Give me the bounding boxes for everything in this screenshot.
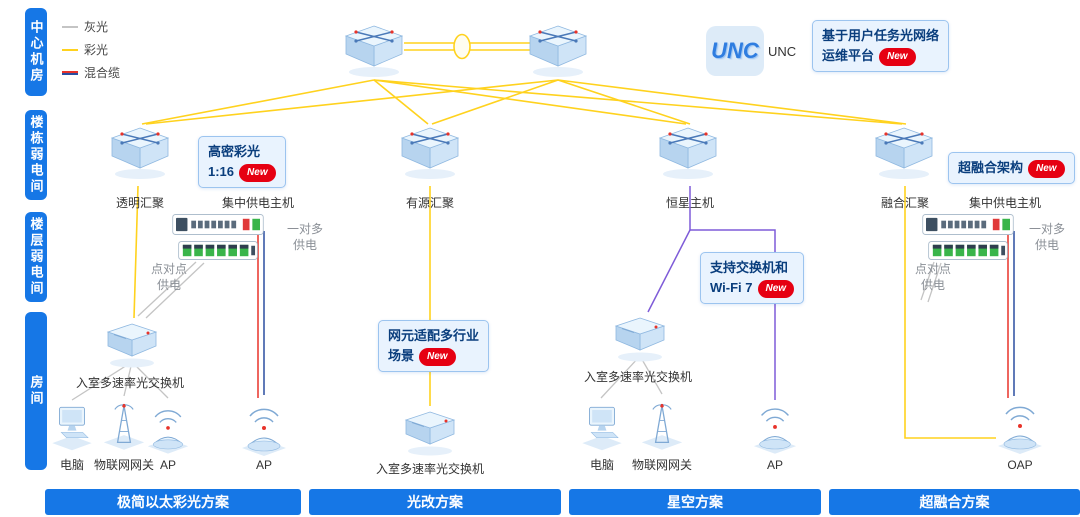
p2p-power-label: 点对点供电 (914, 262, 951, 292)
iot-gateway-label: 物联网网关 (631, 458, 692, 472)
ap-label: AP (159, 458, 176, 472)
iot-gateway-icon (102, 398, 146, 452)
legend-label: 彩光 (84, 43, 109, 57)
transparent-aggregation-icon (108, 122, 172, 180)
power-host-rack-icon (178, 241, 258, 260)
colored-line-swatch (62, 48, 78, 51)
power-host-rack-icon (172, 214, 264, 235)
ap-label: AP (255, 458, 272, 472)
oap-label: OAP (1007, 458, 1033, 472)
ap-icon (146, 400, 190, 454)
pc-icon (580, 402, 624, 452)
sidebar-label: 中心机房 (28, 20, 44, 84)
room-switch-icon (104, 320, 160, 368)
power-blue-lines (263, 231, 1015, 396)
sidebar-item-room: 房间 (25, 312, 47, 470)
legend-item-colored-light: 彩光 (62, 41, 108, 58)
fusion-aggregation-icon (872, 122, 936, 180)
one-to-many-power-label: 一对多供电 (1028, 222, 1065, 252)
banner-label: 星空方案 (667, 494, 723, 510)
unc-label: UNC (768, 44, 797, 59)
banner-label: 光改方案 (407, 494, 463, 510)
gray-lines (71, 261, 942, 401)
active-aggregation-label: 有源汇聚 (405, 196, 454, 210)
new-badge: New (1028, 160, 1065, 178)
pc-label: 电脑 (589, 458, 614, 472)
power-red-lines (257, 228, 1009, 398)
ap-label: AP (766, 458, 783, 472)
banner-label: 极简以太彩光方案 (117, 494, 229, 510)
legend-label: 灰光 (84, 20, 109, 34)
badge-text: 支持交换机和 (710, 260, 789, 275)
ap-icon (240, 398, 288, 456)
legend-item-gray-light: 灰光 (62, 18, 108, 35)
hyper-converged-badge: 超融合架构 New (948, 152, 1075, 184)
banner-starry-sky-solution: 星空方案 (569, 489, 821, 515)
sidebar-label: 楼层弱电间 (28, 217, 44, 297)
fusion-aggregation-label: 融合汇聚 (880, 196, 929, 210)
badge-text: 高密彩光 (208, 144, 261, 159)
sidebar-item-floor-room: 楼层弱电间 (25, 212, 47, 302)
power-host-label: 集中供电主机 (968, 196, 1041, 210)
new-badge: New (879, 47, 916, 66)
pc-icon (50, 402, 94, 452)
badge-text: 基于用户任务光网络 (822, 28, 940, 43)
power-host-rack-icon (928, 241, 1008, 260)
room-switch-label: 入室多速率光交换机 (75, 376, 184, 390)
fiber-lines (133, 33, 996, 439)
core-switch-icon (342, 20, 406, 78)
sidebar-label: 房间 (28, 375, 44, 407)
room-switch-icon (612, 314, 668, 362)
one-to-many-power-label: 一对多供电 (286, 222, 323, 252)
hybrid-line-swatch (62, 70, 78, 75)
ap-icon (752, 398, 798, 454)
transparent-aggregation-label: 透明汇聚 (115, 196, 164, 210)
badge-text: 场景 (388, 347, 415, 363)
p2p-power-label: 点对点供电 (150, 262, 187, 292)
power-host-label: 集中供电主机 (221, 196, 294, 210)
core-switch-icon (526, 20, 590, 78)
badge-text: Wi-Fi 7 (710, 279, 753, 295)
sidebar-label: 楼栋弱电间 (28, 115, 44, 195)
room-switch-icon (402, 408, 458, 456)
oap-icon (996, 396, 1044, 454)
pc-label: 电脑 (59, 458, 84, 472)
banner-optical-retrofit-solution: 光改方案 (309, 489, 561, 515)
fiber-ring-icon (453, 33, 471, 60)
iot-gateway-label: 物联网网关 (93, 458, 154, 472)
iot-gateway-icon (640, 398, 684, 452)
new-badge: New (239, 163, 276, 182)
sidebar-item-central-room: 中心机房 (25, 8, 47, 96)
room-switch-label: 入室多速率光交换机 (583, 370, 692, 384)
active-aggregation-icon (398, 122, 462, 180)
banner-label: 超融合方案 (919, 494, 990, 510)
new-badge: New (757, 279, 795, 298)
unc-icon-text: UNC (711, 38, 759, 63)
badge-text: 网元适配多行业 (388, 328, 480, 343)
new-badge: New (419, 347, 456, 366)
room-switch-label: 入室多速率光交换机 (375, 462, 484, 476)
star-host-label: 恒星主机 (665, 196, 714, 210)
badge-text: 超融合架构 (958, 160, 1024, 175)
legend-label: 混合缆 (84, 66, 121, 80)
power-host-rack-icon (922, 214, 1014, 235)
sidebar-item-building-room: 楼栋弱电间 (25, 110, 47, 200)
star-host-icon (656, 122, 720, 180)
unc-platform-icon: UNC (706, 26, 764, 76)
gray-line-swatch (62, 25, 78, 28)
banner-hyper-converged-solution: 超融合方案 (829, 489, 1080, 515)
legend-item-hybrid-cable: 混合缆 (62, 64, 120, 81)
badge-text: 运维平台 (822, 47, 875, 63)
banner-simple-ethernet-solution: 极简以太彩光方案 (45, 489, 301, 515)
badge-text: 1:16 (208, 163, 235, 179)
star-host-lines (647, 186, 776, 400)
